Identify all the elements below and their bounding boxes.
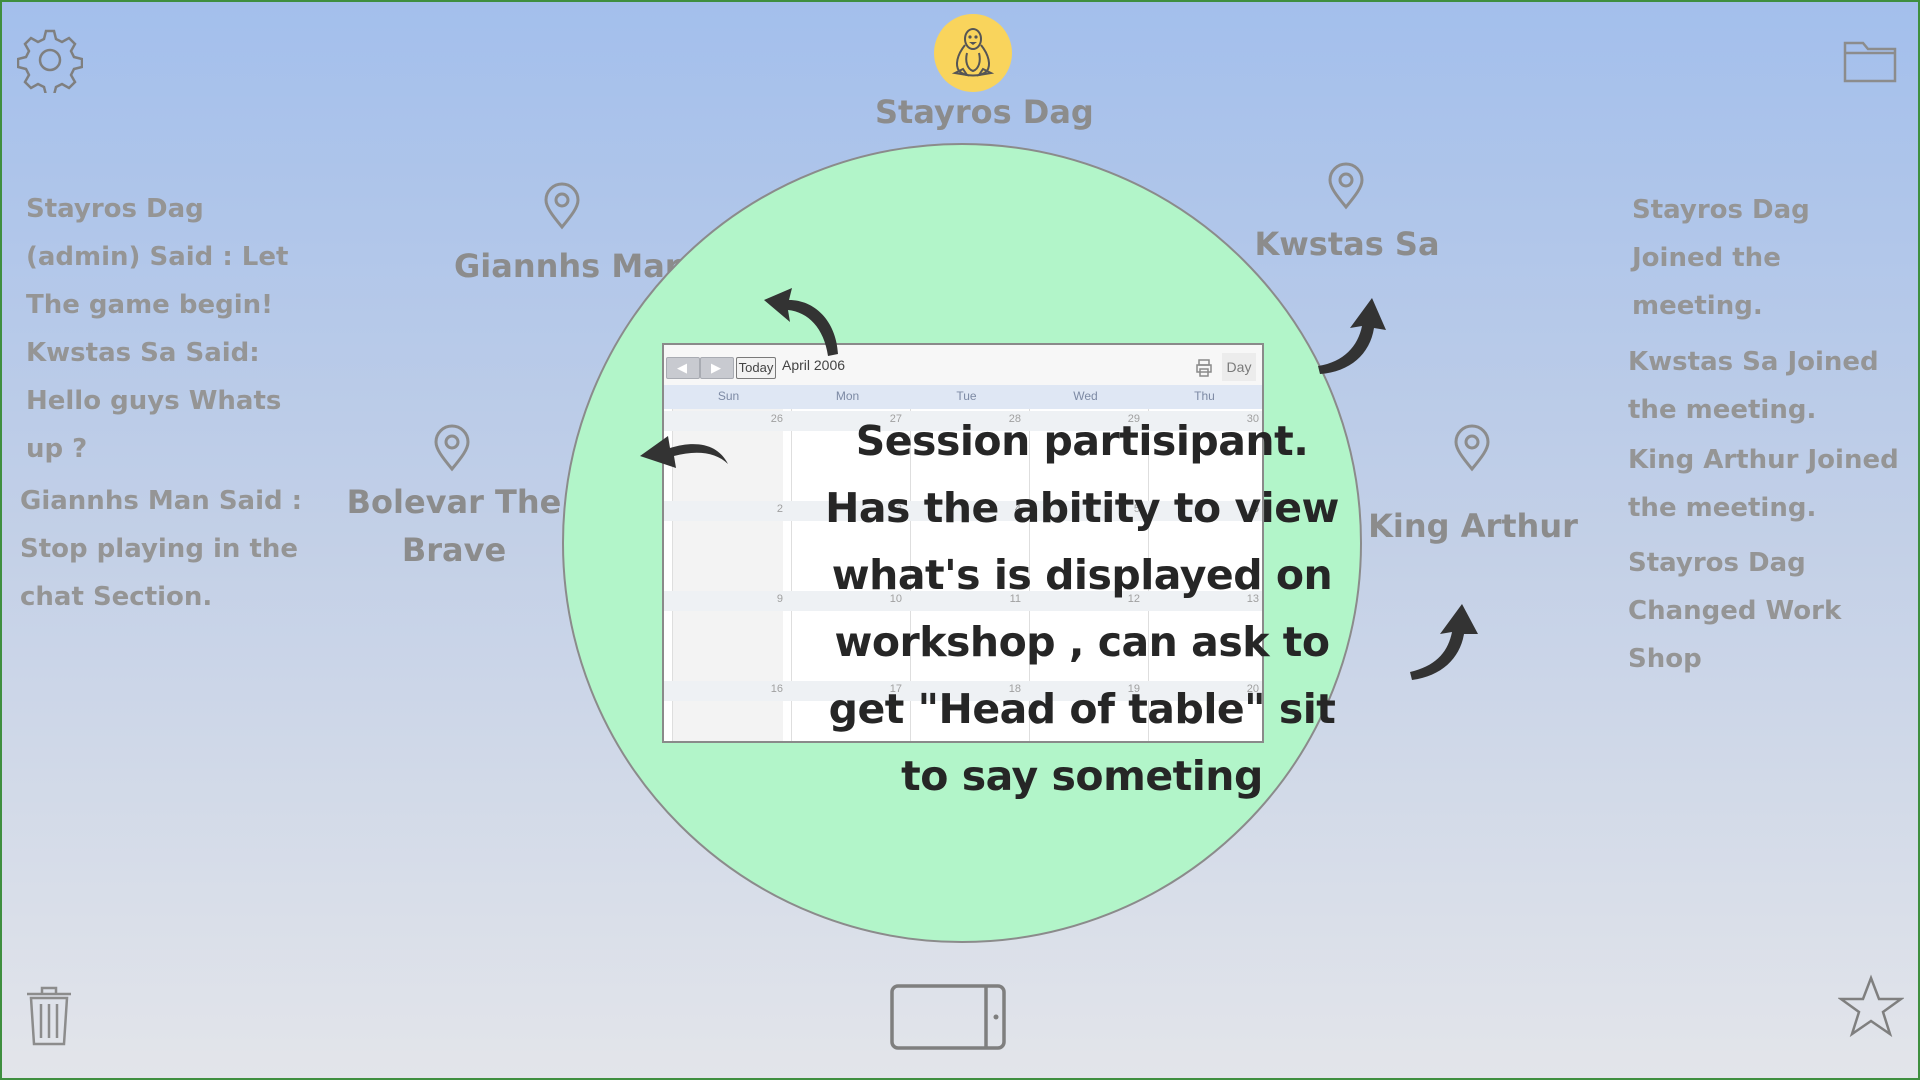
day-number: 13 (1246, 593, 1259, 605)
day-number: 16 (770, 683, 783, 695)
grid-line (791, 409, 792, 741)
weekday-header: Sun Mon Tue Wed Thu (664, 385, 1262, 409)
weekday-label: Thu (1194, 389, 1215, 403)
tablet-icon[interactable] (890, 984, 1008, 1050)
grid-line (672, 409, 673, 741)
chat-message: Stayros Dag (admin) Said : Let The game … (26, 194, 289, 320)
day-number: 11 (1009, 593, 1021, 605)
day-number: 12 (1127, 593, 1140, 605)
week-band (664, 591, 1262, 611)
day-number: 27 (889, 413, 902, 425)
chat-message: Kwstas Sa Said: Hello guys Whats up ? (26, 338, 282, 464)
star-icon[interactable] (1838, 974, 1904, 1040)
chat-panel: Stayros Dag (admin) Said : Let The game … (20, 185, 310, 621)
curved-arrow-icon (1406, 602, 1482, 686)
week-band (664, 681, 1262, 701)
grid-line (1029, 409, 1030, 741)
activity-panel: Stayros Dag Joined the meeting. Kwstas S… (1628, 186, 1910, 683)
participant-description: Session partisipant. Has the abitity to … (825, 417, 1339, 800)
day-number: 18 (1008, 683, 1021, 695)
month-label: April 2006 (782, 357, 846, 373)
next-button[interactable]: ▶ (700, 357, 734, 379)
day-number: 10 (889, 593, 902, 605)
day-number: 5 (1133, 503, 1140, 515)
folder-icon[interactable] (1842, 35, 1898, 85)
arrow-right-icon: ▶ (711, 360, 721, 375)
location-pin-icon[interactable] (1452, 424, 1492, 472)
day-number: 3 (895, 503, 902, 515)
day-number: 28 (1008, 413, 1021, 425)
participant-name: Bolevar The Brave (346, 483, 562, 569)
day-number: 4 (1014, 503, 1021, 515)
location-pin-icon[interactable] (432, 424, 472, 472)
participant-name: Giannhs Man (454, 247, 688, 285)
day-number: 30 (1246, 413, 1259, 425)
location-pin-icon[interactable] (542, 182, 582, 230)
day-number: 29 (1127, 413, 1140, 425)
day-number: 6 (1252, 503, 1259, 515)
host-name: Stayros Dag (875, 93, 1094, 131)
trash-icon[interactable] (24, 984, 74, 1048)
weekday-label: Sun (717, 389, 740, 403)
day-view-button[interactable]: Day (1222, 353, 1256, 381)
activity-event: Stayros Dag Joined the meeting. (1632, 195, 1810, 321)
activity-event: Stayros Dag Changed Work Shop (1628, 548, 1842, 674)
host-avatar[interactable] (934, 14, 1012, 92)
linux-penguin-icon (951, 27, 995, 79)
day-number: 26 (770, 413, 783, 425)
week-band (664, 411, 1262, 431)
week-band (664, 501, 1262, 521)
participant-name: Kwstas Sa (1254, 225, 1440, 263)
today-button[interactable]: Today (736, 357, 776, 379)
curved-arrow-icon (1314, 296, 1390, 380)
curved-arrow-icon (758, 288, 844, 362)
workshop-screen[interactable]: ◀ ▶ Today April 2006 Day Sun Mon Tue Wed… (662, 343, 1264, 743)
participant-name: King Arthur (1368, 507, 1578, 545)
day-number: 20 (1246, 683, 1259, 695)
gear-icon[interactable] (17, 27, 83, 93)
weekday-label: Mon (835, 389, 860, 403)
prev-button[interactable]: ◀ (666, 357, 700, 379)
chat-message: Giannhs Man Said : Stop playing in the c… (20, 486, 303, 612)
activity-event: Kwstas Sa Joined the meeting. (1628, 347, 1879, 425)
arrow-left-icon: ◀ (677, 360, 687, 375)
location-pin-icon[interactable] (1326, 162, 1366, 210)
calendar-toolbar: ◀ ▶ Today April 2006 Day (664, 345, 1262, 385)
day-number: 17 (889, 683, 902, 695)
day-number: 19 (1127, 683, 1140, 695)
grid-line (1148, 409, 1149, 741)
curved-arrow-icon (638, 434, 730, 486)
day-number: 2 (776, 503, 783, 515)
day-number: 9 (776, 593, 783, 605)
weekday-label: Tue (956, 389, 977, 403)
printer-icon[interactable] (1196, 359, 1212, 382)
activity-event: King Arthur Joined the meeting. (1628, 445, 1899, 523)
weekday-label: Wed (1073, 389, 1098, 403)
grid-line (910, 409, 911, 741)
